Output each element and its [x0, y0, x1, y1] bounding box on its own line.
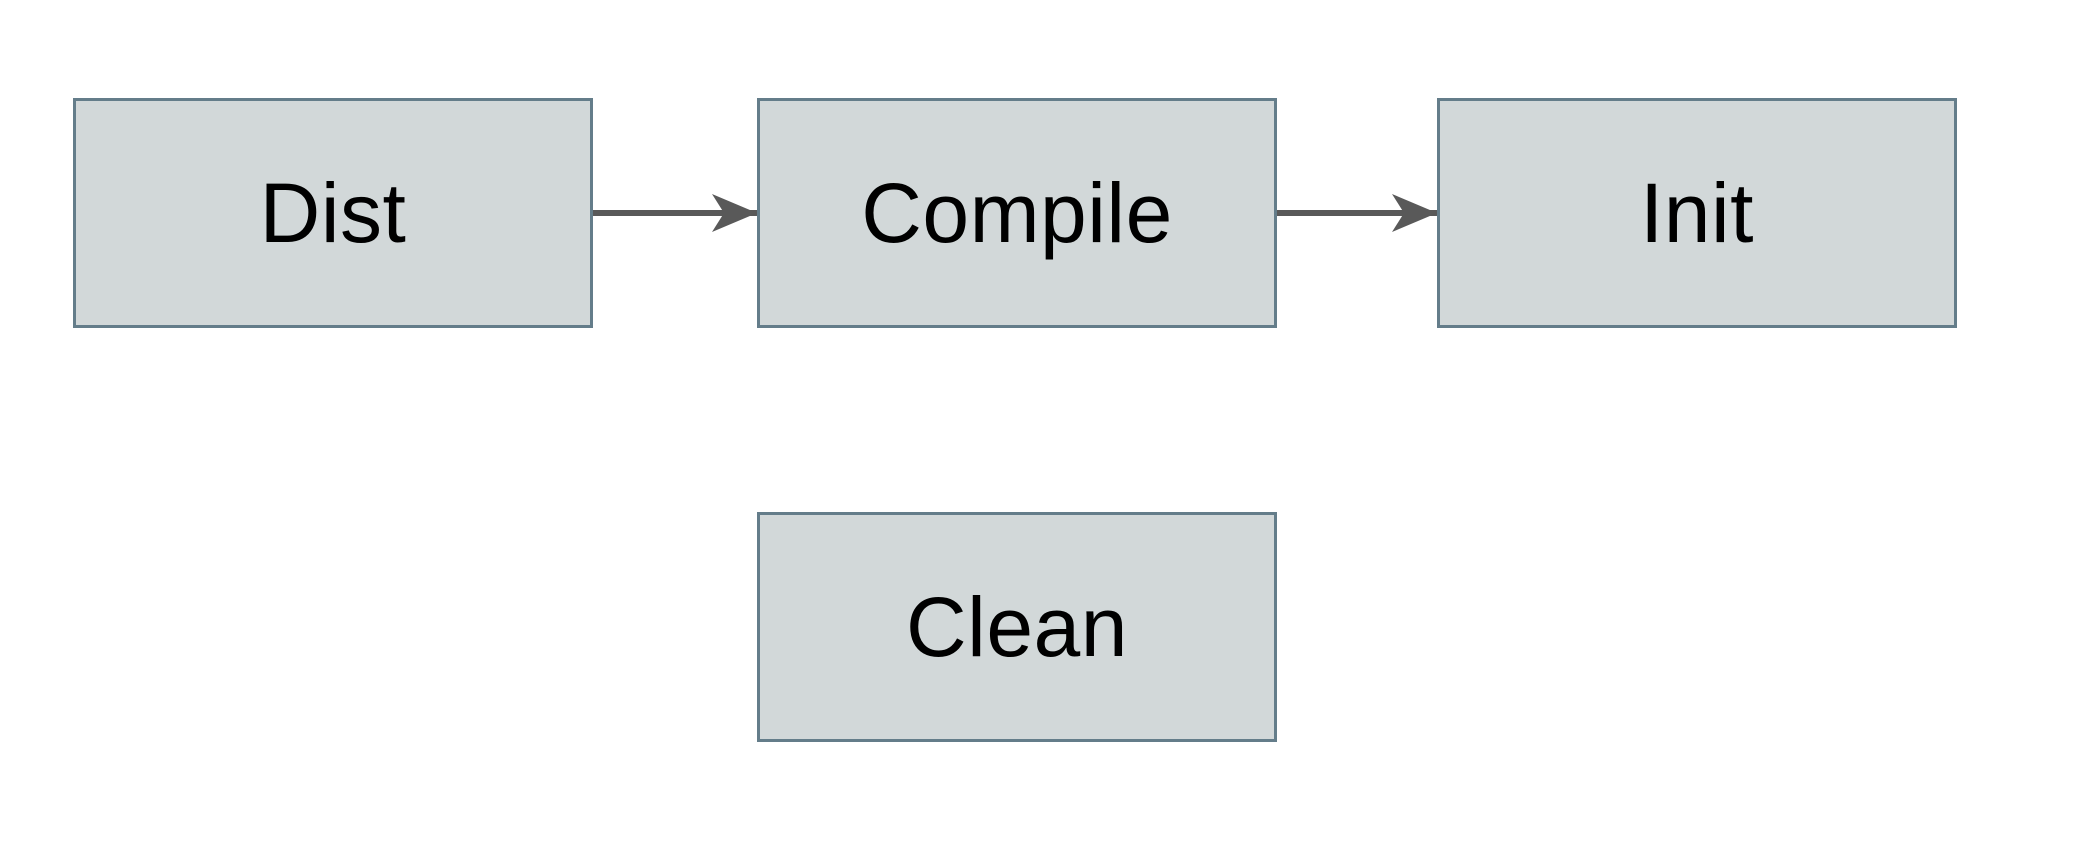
node-clean[interactable]: Clean: [757, 512, 1277, 742]
node-clean-label: Clean: [906, 580, 1128, 674]
node-init[interactable]: Init: [1437, 98, 1957, 328]
node-dist[interactable]: Dist: [73, 98, 593, 328]
node-init-label: Init: [1639, 166, 1755, 260]
node-dist-label: Dist: [259, 166, 407, 260]
node-compile-label: Compile: [861, 166, 1173, 260]
node-compile[interactable]: Compile: [757, 98, 1277, 328]
